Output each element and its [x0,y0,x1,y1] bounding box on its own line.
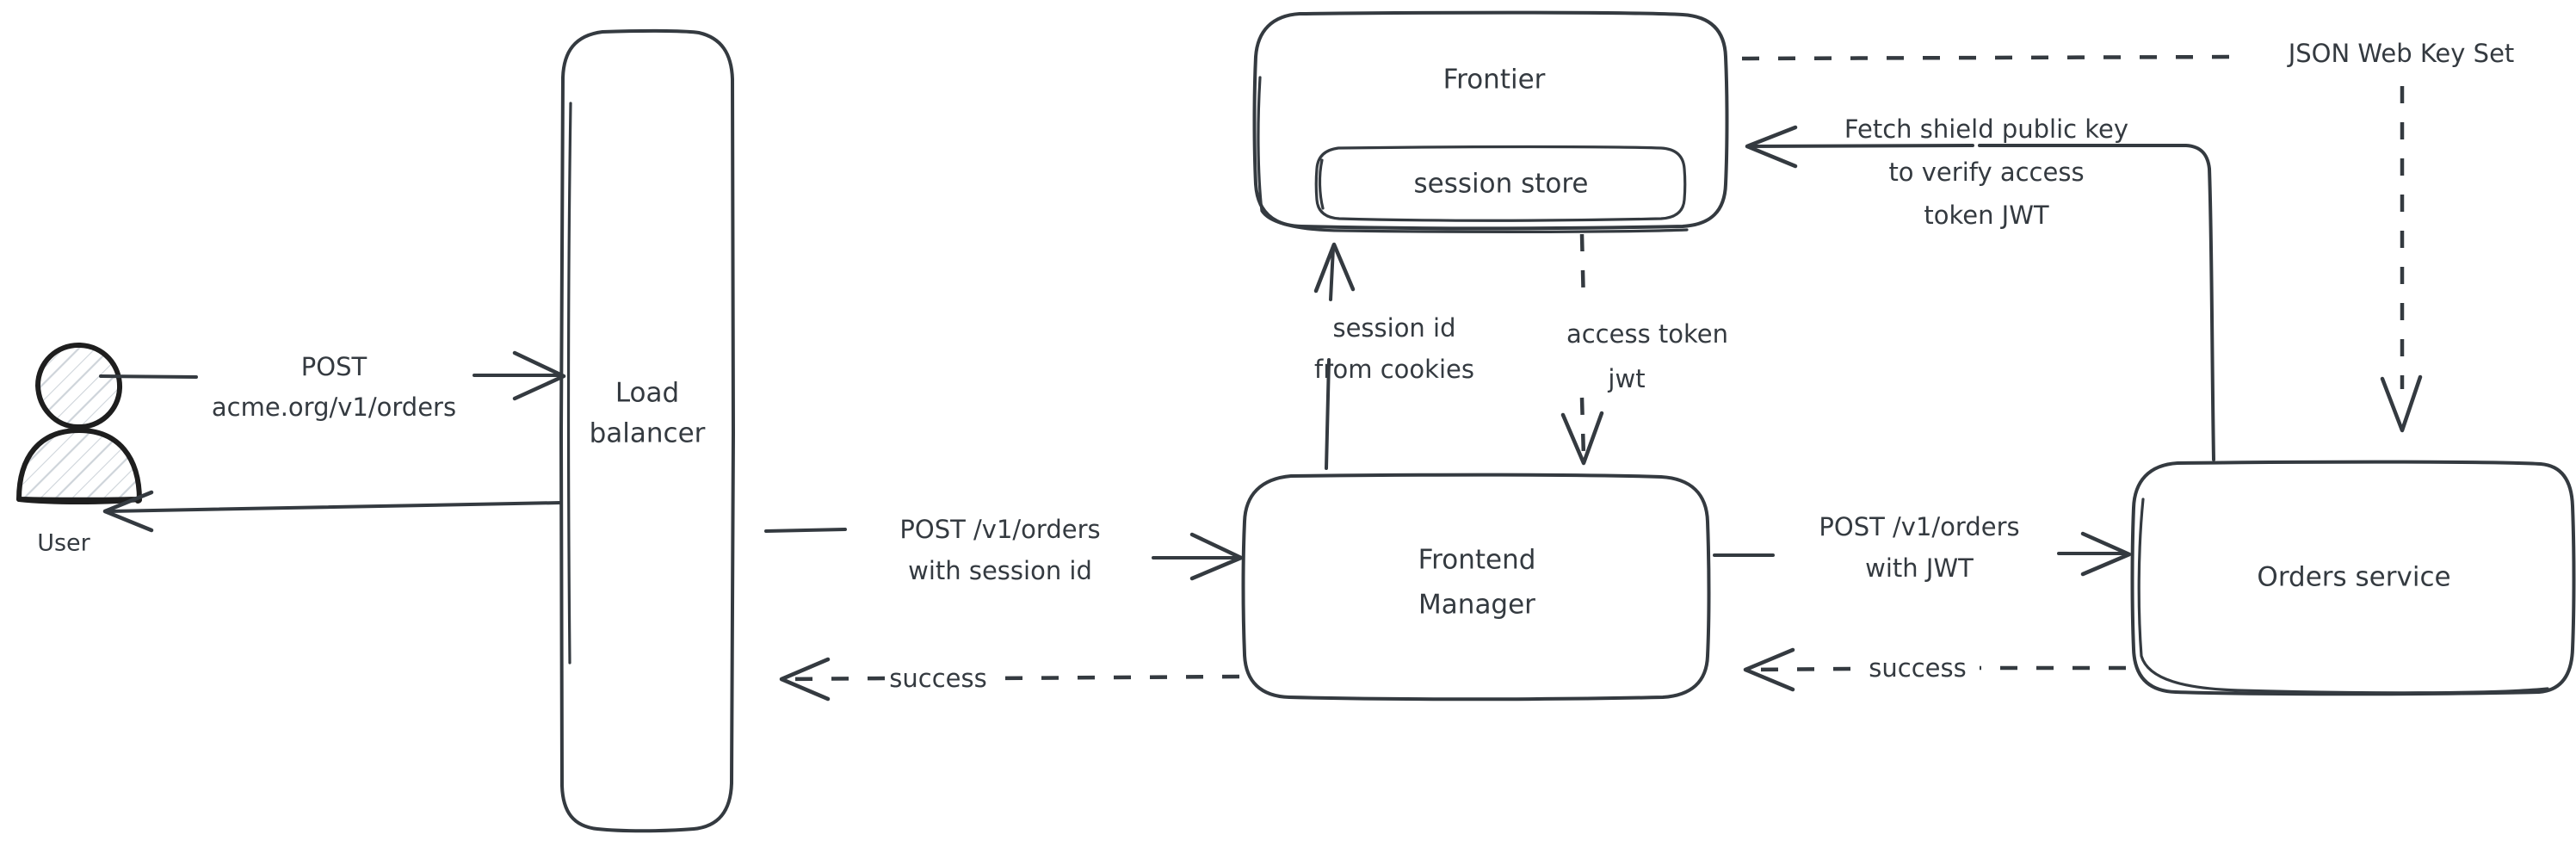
edge-user-to-lb-line [99,374,198,379]
frontier-outline [1252,10,1729,231]
edge-lb-to-fm-line [764,528,847,533]
edge-frontier-to-fm-label-line1: access token [1566,319,1728,349]
edge-fetch-key-path [1978,144,2215,461]
edge-frontend-manager-to-lb: success [779,657,1240,702]
edge-fm-to-lb-arrowhead [779,657,831,702]
session-store-outline-sketch [1318,158,1325,210]
edge-fm-to-lb-label: success [889,664,986,693]
edge-user-to-load-balancer: POST acme.org/v1/orders [99,350,566,422]
edge-fetch-key-path-left [1747,144,1974,148]
edge-fm-to-frontier-line-b [1329,246,1335,301]
actor-user-label: User [37,530,90,557]
orders-service-label: Orders service [2257,562,2450,593]
edge-lb-to-fm-label-line1: POST /v1/orders [899,515,1100,544]
edge-fm-to-frontier-arrowhead [1313,242,1356,294]
edge-jwks-arrowhead [2380,374,2423,433]
edge-orders-to-fm-arrowhead [1743,647,1795,692]
edge-fm-to-frontier-line-a [1325,358,1331,470]
node-session-store[interactable]: session store [1314,145,1687,222]
edge-jwks-horizontal [1741,54,2246,61]
edge-frontier-to-frontend-manager: access token jwt [1560,233,1728,466]
load-balancer-label-line2: balancer [590,418,706,449]
edge-frontend-manager-to-frontier: session id from cookies [1313,242,1474,470]
edge-fm-to-lb-line-b [784,676,886,682]
load-balancer-label-line1: Load [615,378,679,409]
edge-fetch-key-label-line1: Fetch shield public key [1844,114,2128,144]
edge-frontier-to-fm-line-a [1579,233,1586,306]
frontend-manager-label-line2: Manager [1418,590,1535,621]
orders-service-outline [2130,460,2576,696]
edge-user-to-lb-arrowhead [512,350,566,401]
orders-service-outline-sketch [2137,498,2549,695]
edge-frontier-to-fm-arrowhead [1560,411,1604,466]
node-orders-service[interactable]: Orders service [2130,460,2576,696]
edge-fm-to-orders-label-line1: POST /v1/orders [1819,512,2019,541]
edge-orders-to-frontend-manager: success [1743,647,2126,692]
frontier-outline-sketch [1257,76,1689,233]
edge-fetch-key-arrowhead [1745,125,1798,169]
load-balancer-outline [559,28,736,833]
edge-fetch-key-label-line2: to verify access [1888,158,2084,187]
person-icon-head [35,342,123,430]
node-load-balancer[interactable]: Load balancer [559,28,736,833]
edge-user-to-lb-label-line1: POST [301,352,368,381]
person-icon-base [16,497,141,504]
edge-fm-to-frontier-label-line1: session id [1332,313,1455,343]
load-balancer-outline-sketch [567,102,572,665]
node-frontend-manager[interactable]: Frontend Manager [1241,473,1711,702]
person-icon-body [16,428,142,504]
edge-fm-to-frontier-label-line2: from cookies [1314,355,1474,384]
edge-frontend-manager-to-orders: POST /v1/orders with JWT [1713,512,2132,583]
frontend-manager-label-line1: Frontend [1418,545,1536,576]
session-store-label: session store [1413,169,1588,200]
edge-orders-to-fm-label: success [1869,653,1966,683]
edge-lb-to-user-line [106,501,563,513]
edge-lb-to-user-arrowhead [102,490,154,533]
edge-frontier-to-fm-line-b [1579,397,1586,457]
edge-lb-to-frontend-manager: POST /v1/orders with session id [764,515,1244,585]
edge-jwks-label: JSON Web Key Set [2287,39,2515,68]
edge-fm-to-orders-label-line2: with JWT [1865,553,1974,583]
edge-lb-to-fm-label-line2: with session id [908,556,1092,585]
edge-orders-to-fm-line-b [1746,666,1851,672]
frontier-label: Frontier [1443,65,1546,96]
edge-frontier-to-orders: JSON Web Key Set [1741,39,2515,433]
edge-fm-to-lb-line-a [987,674,1240,681]
actor-user: User [16,342,142,557]
edge-orders-to-frontier: Fetch shield public key to verify access… [1745,114,2215,461]
edge-load-balancer-to-user [102,490,563,533]
edge-user-to-lb-label-line2: acme.org/v1/orders [212,393,456,422]
node-frontier[interactable]: Frontier session store [1252,10,1729,233]
frontend-manager-outline [1241,473,1711,702]
edge-frontier-to-fm-label-line2: jwt [1607,364,1645,393]
session-store-outline [1314,145,1687,222]
edge-fetch-key-label-line3: token JWT [1924,201,2049,230]
edge-fm-to-orders-arrowhead [2080,531,2132,577]
